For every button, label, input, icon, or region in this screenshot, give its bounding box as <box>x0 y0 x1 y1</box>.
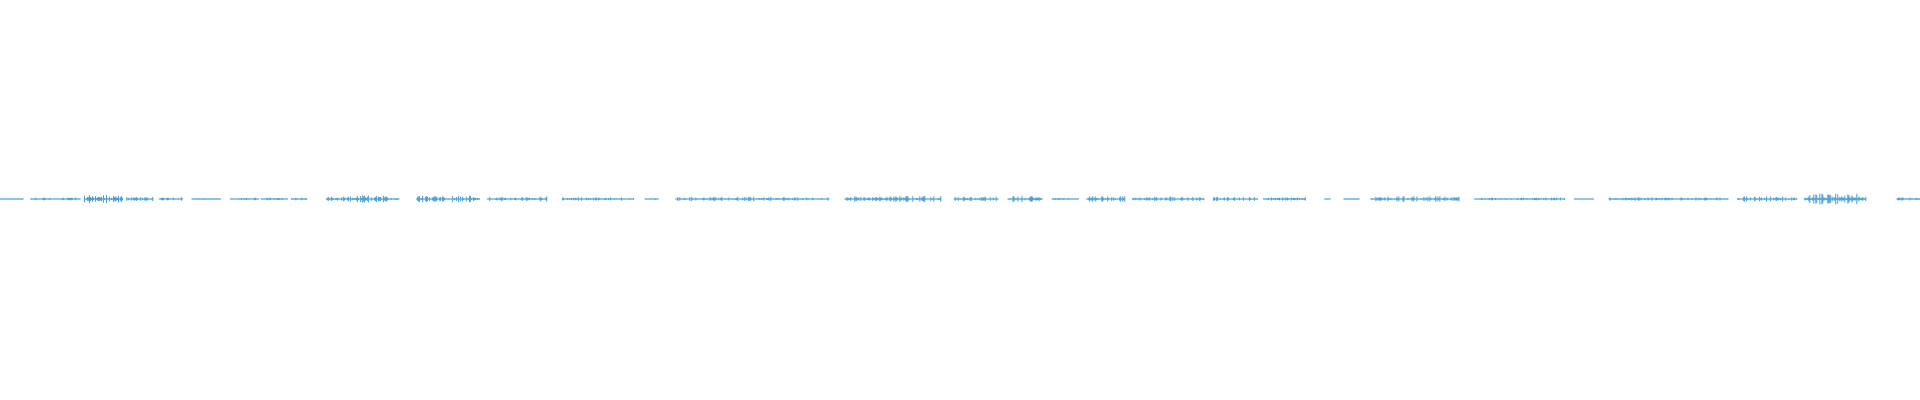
waveform-group <box>0 193 1920 205</box>
